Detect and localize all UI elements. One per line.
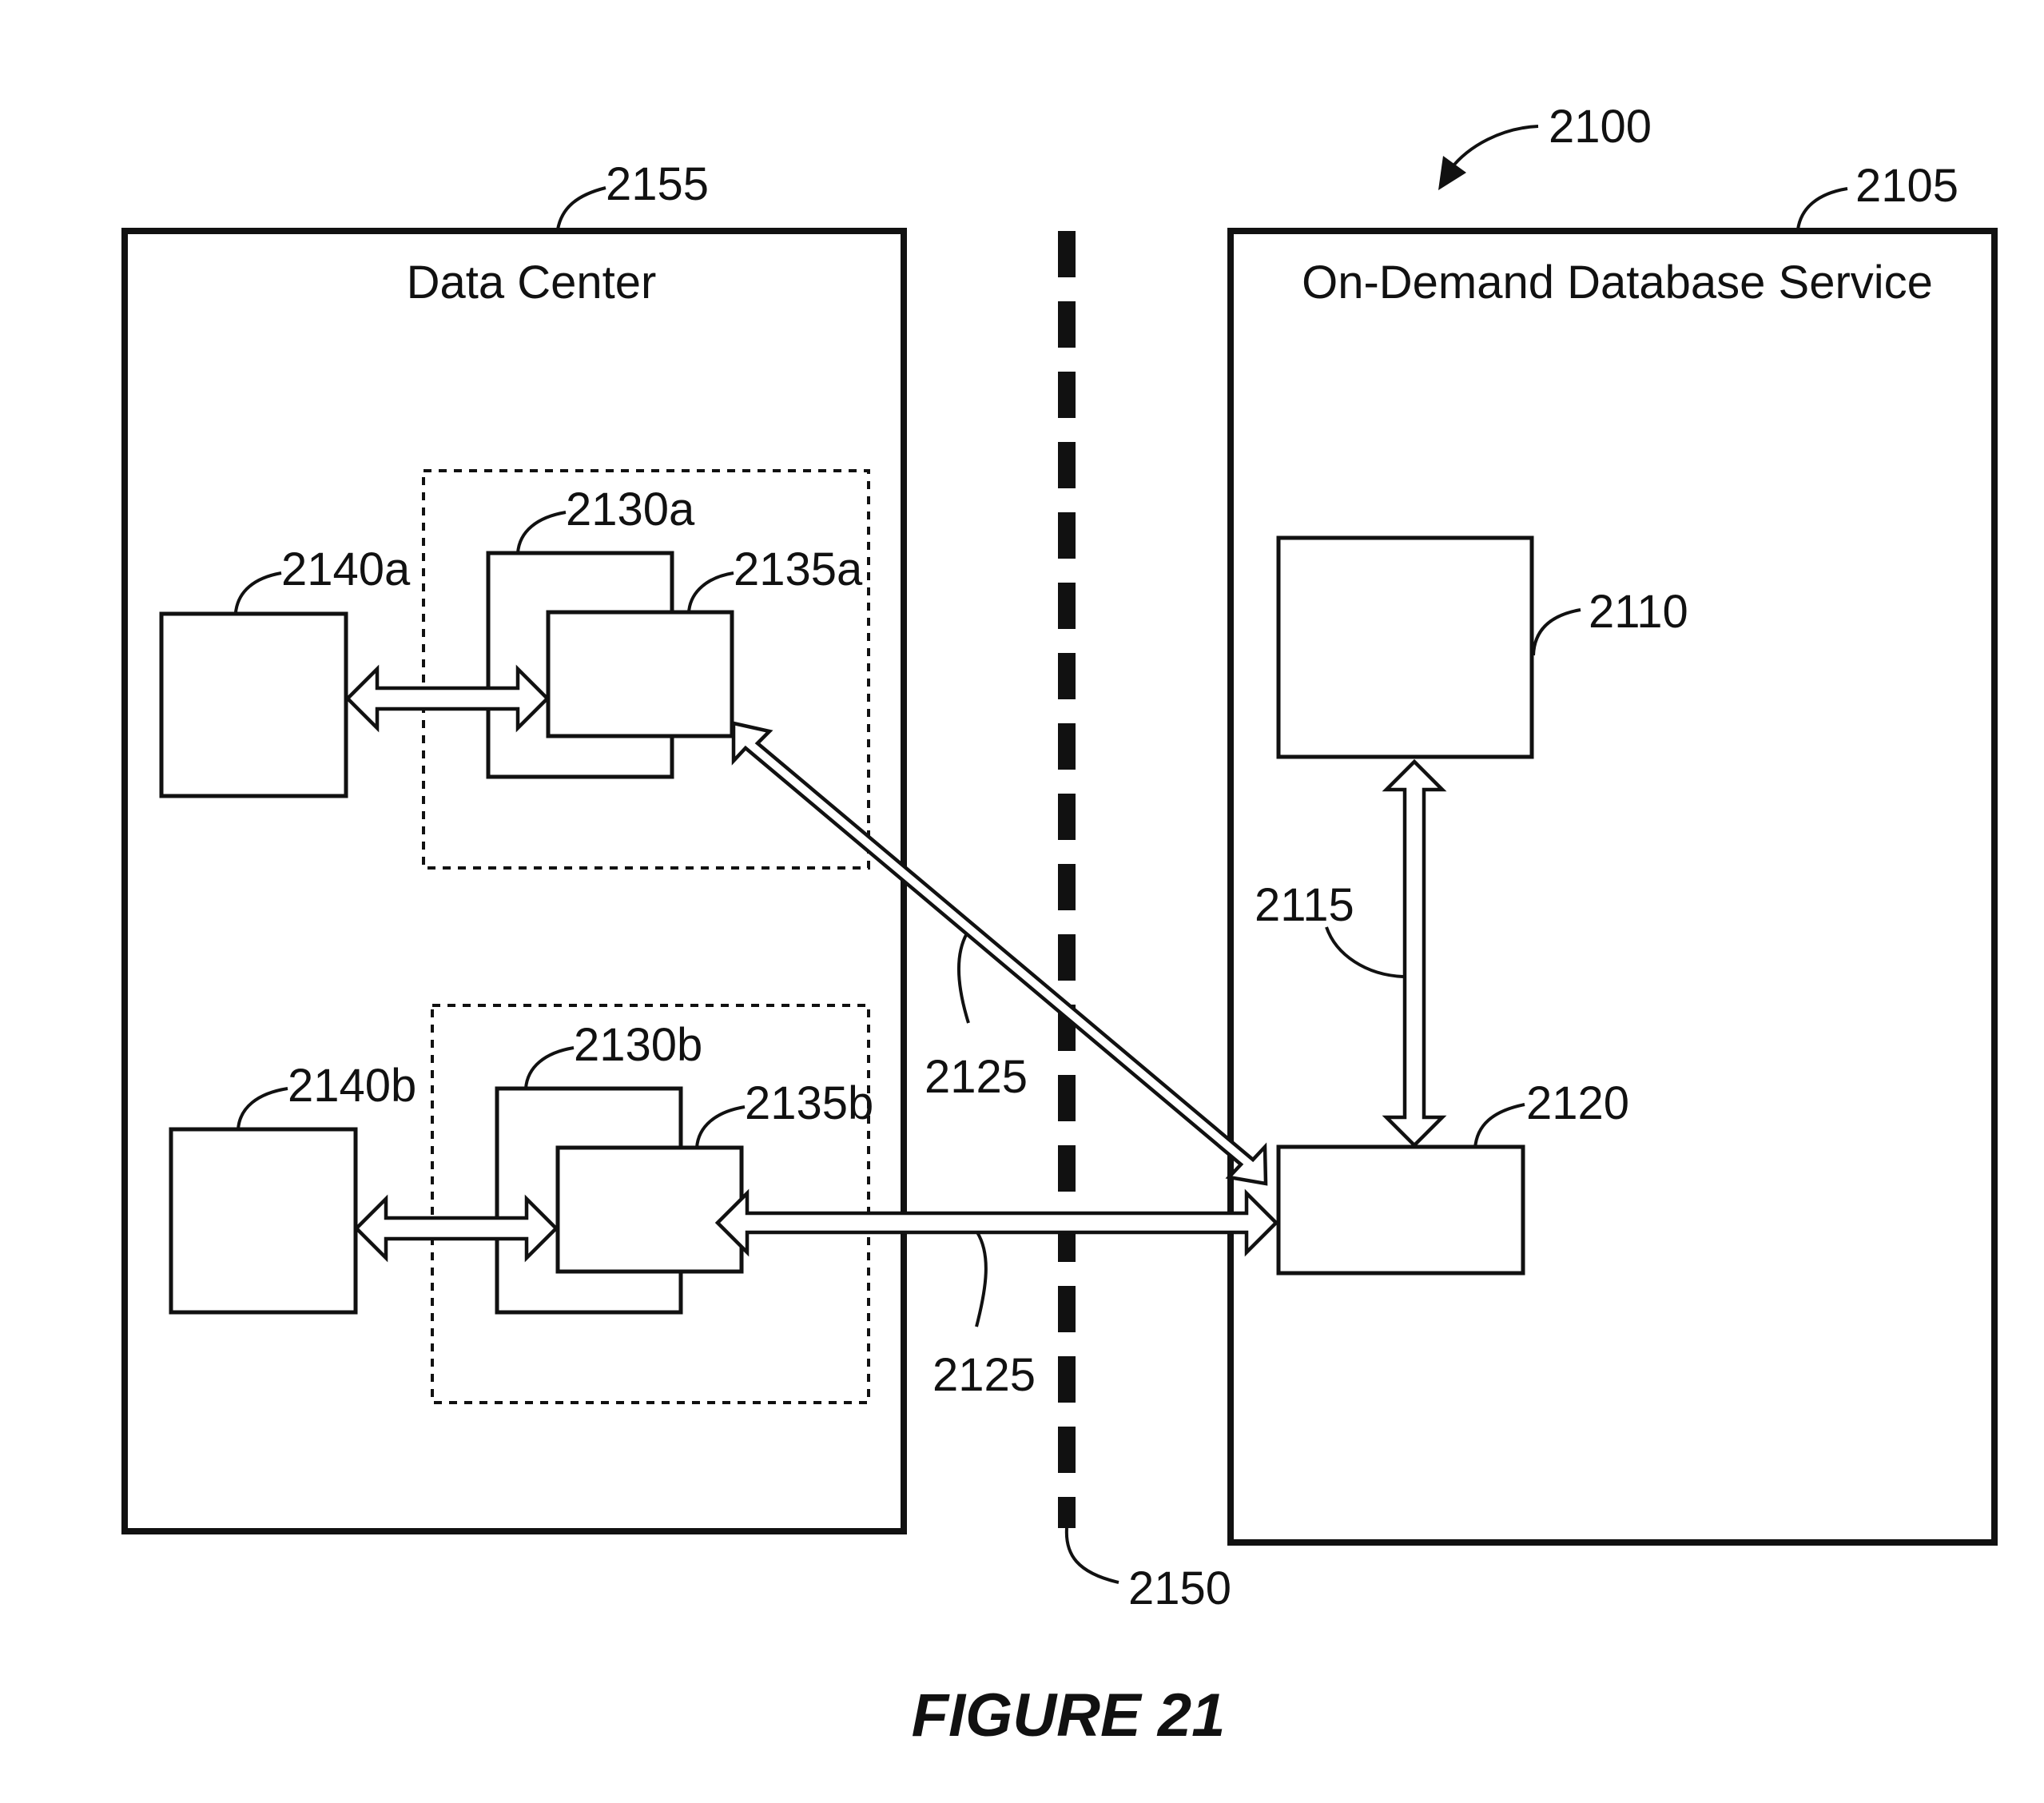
- service-title: On-Demand Database Service: [1302, 257, 1933, 308]
- interface-ref-label: 2120: [1526, 1077, 1629, 1129]
- link-2115-leader: [1326, 927, 1403, 977]
- service-ref-leader: [1798, 189, 1847, 229]
- link-2115-label: 2115: [1255, 879, 1354, 931]
- figure-caption: FIGURE 21: [912, 1682, 1226, 1749]
- module-2135a: [548, 612, 732, 736]
- module-2135a-label: 2135a: [734, 543, 863, 595]
- client-2140b-leader: [238, 1089, 288, 1129]
- system-ref-arrowhead: [1438, 156, 1466, 190]
- boundary-ref-label: 2150: [1128, 1562, 1231, 1614]
- module-2135a-leader: [689, 573, 734, 612]
- client-device-2140b: [171, 1129, 356, 1312]
- client-module-arrow-b: [356, 1199, 556, 1258]
- upper-link-ref-leader: [959, 933, 968, 1023]
- server-2130a-leader: [518, 512, 566, 553]
- client-2140a-label: 2140a: [281, 543, 411, 595]
- client-device-2140a: [161, 614, 346, 796]
- module-2135b-leader: [697, 1107, 745, 1148]
- boundary-ref-leader: [1067, 1528, 1119, 1582]
- module-2135b-label: 2135b: [745, 1077, 873, 1129]
- database-2110: [1278, 538, 1532, 757]
- lower-link-ref-leader: [976, 1232, 986, 1327]
- interface-2120: [1278, 1147, 1523, 1273]
- server-2130b-label: 2130b: [574, 1019, 702, 1071]
- data-center-title: Data Center: [407, 257, 657, 308]
- database-ref-leader: [1533, 610, 1581, 655]
- lower-link-ref-label: 2125: [933, 1349, 1036, 1401]
- database-ref-label: 2110: [1589, 586, 1688, 638]
- data-center-box: [125, 231, 904, 1531]
- interface-ref-leader: [1475, 1104, 1525, 1148]
- system-ref-label: 2100: [1549, 101, 1652, 153]
- client-2140b-label: 2140b: [288, 1060, 416, 1112]
- database-interface-arrow: [1386, 762, 1442, 1145]
- data-center-ref-leader: [558, 188, 606, 229]
- data-center-ref-label: 2155: [606, 158, 709, 210]
- client-module-arrow-a: [348, 669, 547, 728]
- service-ref-label: 2105: [1855, 160, 1959, 212]
- lower-cross-link-arrow: [718, 1193, 1276, 1252]
- server-2130a-label: 2130a: [566, 484, 695, 535]
- server-2130b-leader: [526, 1048, 574, 1089]
- system-ref-leader: [1450, 126, 1538, 169]
- module-2135b: [558, 1148, 742, 1272]
- client-2140a-leader: [236, 573, 281, 612]
- upper-link-ref-label: 2125: [925, 1051, 1028, 1103]
